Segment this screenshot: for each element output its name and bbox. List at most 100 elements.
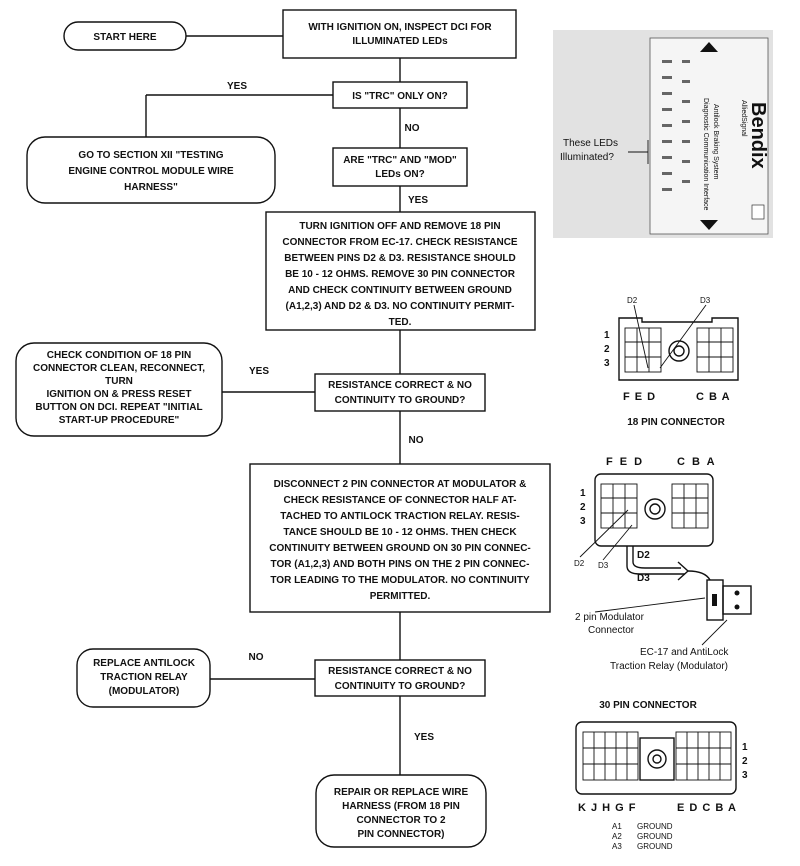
pin-grid-18-right — [696, 327, 734, 373]
svg-text:ENGINE CONTROL MODULE WIRE: ENGINE CONTROL MODULE WIRE — [68, 166, 234, 177]
svg-text:CONTINUITY TO GROUND?: CONTINUITY TO GROUND? — [335, 395, 466, 406]
svg-text:2: 2 — [604, 344, 610, 355]
svg-text:LEDs ON?: LEDs ON? — [375, 169, 424, 180]
svg-text:D2: D2 — [637, 550, 650, 561]
svg-text:TED.: TED. — [389, 317, 412, 328]
svg-text:CONTINUITY TO GROUND?: CONTINUITY TO GROUND? — [335, 681, 466, 692]
svg-text:HARNESS (FROM 18 PIN: HARNESS (FROM 18 PIN — [342, 801, 460, 812]
yes-label-3: YES — [249, 366, 269, 377]
yes-label-1: YES — [227, 81, 247, 92]
svg-text:GROUND: GROUND — [637, 842, 673, 851]
svg-text:F E D: F E D — [606, 456, 644, 468]
svg-text:GROUND: GROUND — [637, 822, 673, 831]
svg-text:Traction Relay (Modulator): Traction Relay (Modulator) — [610, 661, 728, 672]
svg-text:D3: D3 — [598, 561, 609, 570]
svg-text:AND CHECK CONTINUITY BETWEEN G: AND CHECK CONTINUITY BETWEEN GROUND — [288, 285, 512, 296]
pin-grid-mod-right — [671, 483, 709, 529]
svg-text:RESISTANCE CORRECT & NO: RESISTANCE CORRECT & NO — [328, 380, 472, 391]
bendix-logo: Bendix — [747, 102, 769, 169]
down-arrow-icon — [700, 220, 718, 230]
svg-text:30 PIN CONNECTOR: 30 PIN CONNECTOR — [599, 700, 697, 711]
svg-text:CHECK RESISTANCE OF CONNECTOR: CHECK RESISTANCE OF CONNECTOR HALF AT- — [284, 495, 517, 506]
svg-text:CONTINUITY BETWEEN GROUND ON 3: CONTINUITY BETWEEN GROUND ON 30 PIN CONN… — [269, 543, 531, 554]
svg-text:3: 3 — [604, 358, 610, 369]
replace-relay-box: REPLACE ANTILOCK TRACTION RELAY (MODULAT… — [76, 648, 211, 708]
svg-text:TURN: TURN — [105, 376, 133, 387]
svg-text:D2: D2 — [627, 296, 638, 305]
svg-text:TRACTION RELAY: TRACTION RELAY — [100, 672, 188, 683]
svg-text:These LEDs: These LEDs — [563, 138, 618, 149]
svg-text:CHECK CONDITION OF 18 PIN: CHECK CONDITION OF 18 PIN — [47, 350, 191, 361]
modulator-wiring-diagram: F E D C B A 1 2 3 D2 D3 D2 D3 — [574, 456, 752, 672]
svg-text:2: 2 — [580, 502, 586, 513]
svg-text:C B A: C B A — [696, 391, 731, 403]
svg-text:GROUND: GROUND — [637, 832, 673, 841]
svg-text:TANCE SHOULD BE 10 - 12 OHMS.: TANCE SHOULD BE 10 - 12 OHMS. THEN CHECK — [283, 527, 517, 538]
svg-text:CONNECTOR CLEAN, RECONNECT,: CONNECTOR CLEAN, RECONNECT, — [33, 363, 205, 374]
svg-text:IGNITION ON & PRESS RESET: IGNITION ON & PRESS RESET — [46, 389, 191, 400]
svg-text:C B A: C B A — [677, 456, 717, 468]
svg-text:CONNECTOR TO 2: CONNECTOR TO 2 — [356, 815, 446, 826]
up-arrow-icon — [700, 42, 718, 52]
svg-text:REPAIR OR REPLACE WIRE: REPAIR OR REPLACE WIRE — [334, 787, 469, 798]
svg-text:TOR LEADING TO THE MODULATOR.: TOR LEADING TO THE MODULATOR. NO CONTINU… — [270, 575, 530, 586]
dci-led-column — [662, 60, 690, 191]
svg-text:ARE "TRC" AND "MOD": ARE "TRC" AND "MOD" — [343, 155, 457, 166]
svg-text:D3: D3 — [637, 573, 650, 584]
svg-text:ILLUMINATED LEDs: ILLUMINATED LEDs — [352, 36, 448, 47]
svg-text:3: 3 — [742, 770, 748, 781]
svg-text:2 pin Modulator: 2 pin Modulator — [575, 612, 645, 623]
svg-text:E D C B A: E D C B A — [677, 802, 737, 814]
svg-text:Illuminated?: Illuminated? — [560, 152, 614, 163]
svg-text:D3: D3 — [700, 296, 711, 305]
svg-text:A3: A3 — [612, 842, 622, 851]
svg-text:EC-17 and AntiLock: EC-17 and AntiLock — [640, 647, 729, 658]
pin-grid-30-left — [582, 731, 639, 781]
svg-text:2: 2 — [742, 756, 748, 767]
yes-label-2: YES — [408, 195, 428, 206]
inspect-dci-box: WITH IGNITION ON, INSPECT DCI FOR ILLUMI… — [282, 9, 517, 59]
svg-text:D2: D2 — [574, 559, 585, 568]
svg-text:DISCONNECT 2 PIN CONNECTOR AT: DISCONNECT 2 PIN CONNECTOR AT MODULATOR … — [274, 479, 527, 490]
svg-text:K J H G F: K J H G F — [578, 802, 637, 814]
svg-text:TACHED TO ANTILOCK TRACTION RE: TACHED TO ANTILOCK TRACTION RELAY. RESIS… — [280, 511, 519, 522]
goto-section-xii-box: GO TO SECTION XII "TESTING ENGINE CONTRO… — [26, 136, 276, 204]
yes-label-4: YES — [414, 732, 434, 743]
connector-18-pin: D2 D3 1 2 3 F E D C B A 18 PIN CONNECTOR — [604, 296, 739, 428]
svg-text:TOR (A1,2,3) AND BOTH PINS ON: TOR (A1,2,3) AND BOTH PINS ON THE 2 PIN … — [271, 559, 530, 570]
svg-text:BUTTON ON DCI. REPEAT "INITIA: BUTTON ON DCI. REPEAT "INITIAL — [35, 402, 202, 413]
no-label-2: NO — [409, 435, 424, 446]
disconnect-2-pin-box: DISCONNECT 2 PIN CONNECTOR AT MODULATOR … — [249, 463, 551, 613]
svg-text:A2: A2 — [612, 832, 622, 841]
start-label: START HERE — [93, 32, 156, 43]
svg-text:START-UP PROCEDURE": START-UP PROCEDURE" — [59, 415, 180, 426]
pin-grid-30-right — [675, 731, 732, 781]
svg-text:18 PIN CONNECTOR: 18 PIN CONNECTOR — [627, 417, 725, 428]
svg-text:BE 10 - 12 OHMS. REMOVE 30 PI: BE 10 - 12 OHMS. REMOVE 30 PIN CONNECTOR — [285, 269, 516, 280]
svg-text:WITH IGNITION ON, INSPECT DCI: WITH IGNITION ON, INSPECT DCI FOR — [308, 22, 492, 33]
repair-harness-box: REPAIR OR REPLACE WIRE HARNESS (FROM 18 … — [315, 774, 487, 848]
check-condition-box: CHECK CONDITION OF 18 PIN CONNECTOR CLEA… — [15, 342, 223, 437]
svg-text:(A1,2,3) AND D2 & D3. NO CONT: (A1,2,3) AND D2 & D3. NO CONTINUITY PERM… — [286, 301, 515, 312]
svg-text:Antilock Braking System: Antilock Braking System — [712, 104, 719, 180]
svg-text:(MODULATOR): (MODULATOR) — [109, 686, 180, 697]
question-trc-mod: ARE "TRC" AND "MOD" LEDs ON? — [332, 147, 468, 187]
svg-text:Diagnostic Communication Inter: Diagnostic Communication Interface — [702, 98, 709, 211]
svg-text:3: 3 — [580, 516, 586, 527]
svg-text:AlliedSignal: AlliedSignal — [740, 100, 747, 137]
no-label-1: NO — [405, 123, 420, 134]
dci-photo: AlliedSignal Bendix Antilock Braking Sys… — [553, 30, 773, 238]
svg-text:IS "TRC" ONLY ON?: IS "TRC" ONLY ON? — [352, 91, 448, 102]
svg-text:PERMITTED.: PERMITTED. — [370, 591, 431, 602]
no-label-3: NO — [249, 652, 264, 663]
svg-text:Connector: Connector — [588, 625, 635, 636]
svg-text:PIN CONNECTOR): PIN CONNECTOR) — [357, 829, 444, 840]
question-resistance-2: RESISTANCE CORRECT & NO CONTINUITY TO GR… — [314, 659, 486, 697]
flow-lines — [145, 35, 401, 775]
svg-text:F E D: F E D — [623, 391, 656, 403]
svg-text:RESISTANCE CORRECT & NO: RESISTANCE CORRECT & NO — [328, 666, 472, 677]
svg-text:1: 1 — [604, 330, 610, 341]
ground-legend: A1 GROUND A2 GROUND A3 GROUND — [612, 822, 673, 851]
turn-ignition-off-box: TURN IGNITION OFF AND REMOVE 18 PIN CONN… — [265, 211, 536, 331]
